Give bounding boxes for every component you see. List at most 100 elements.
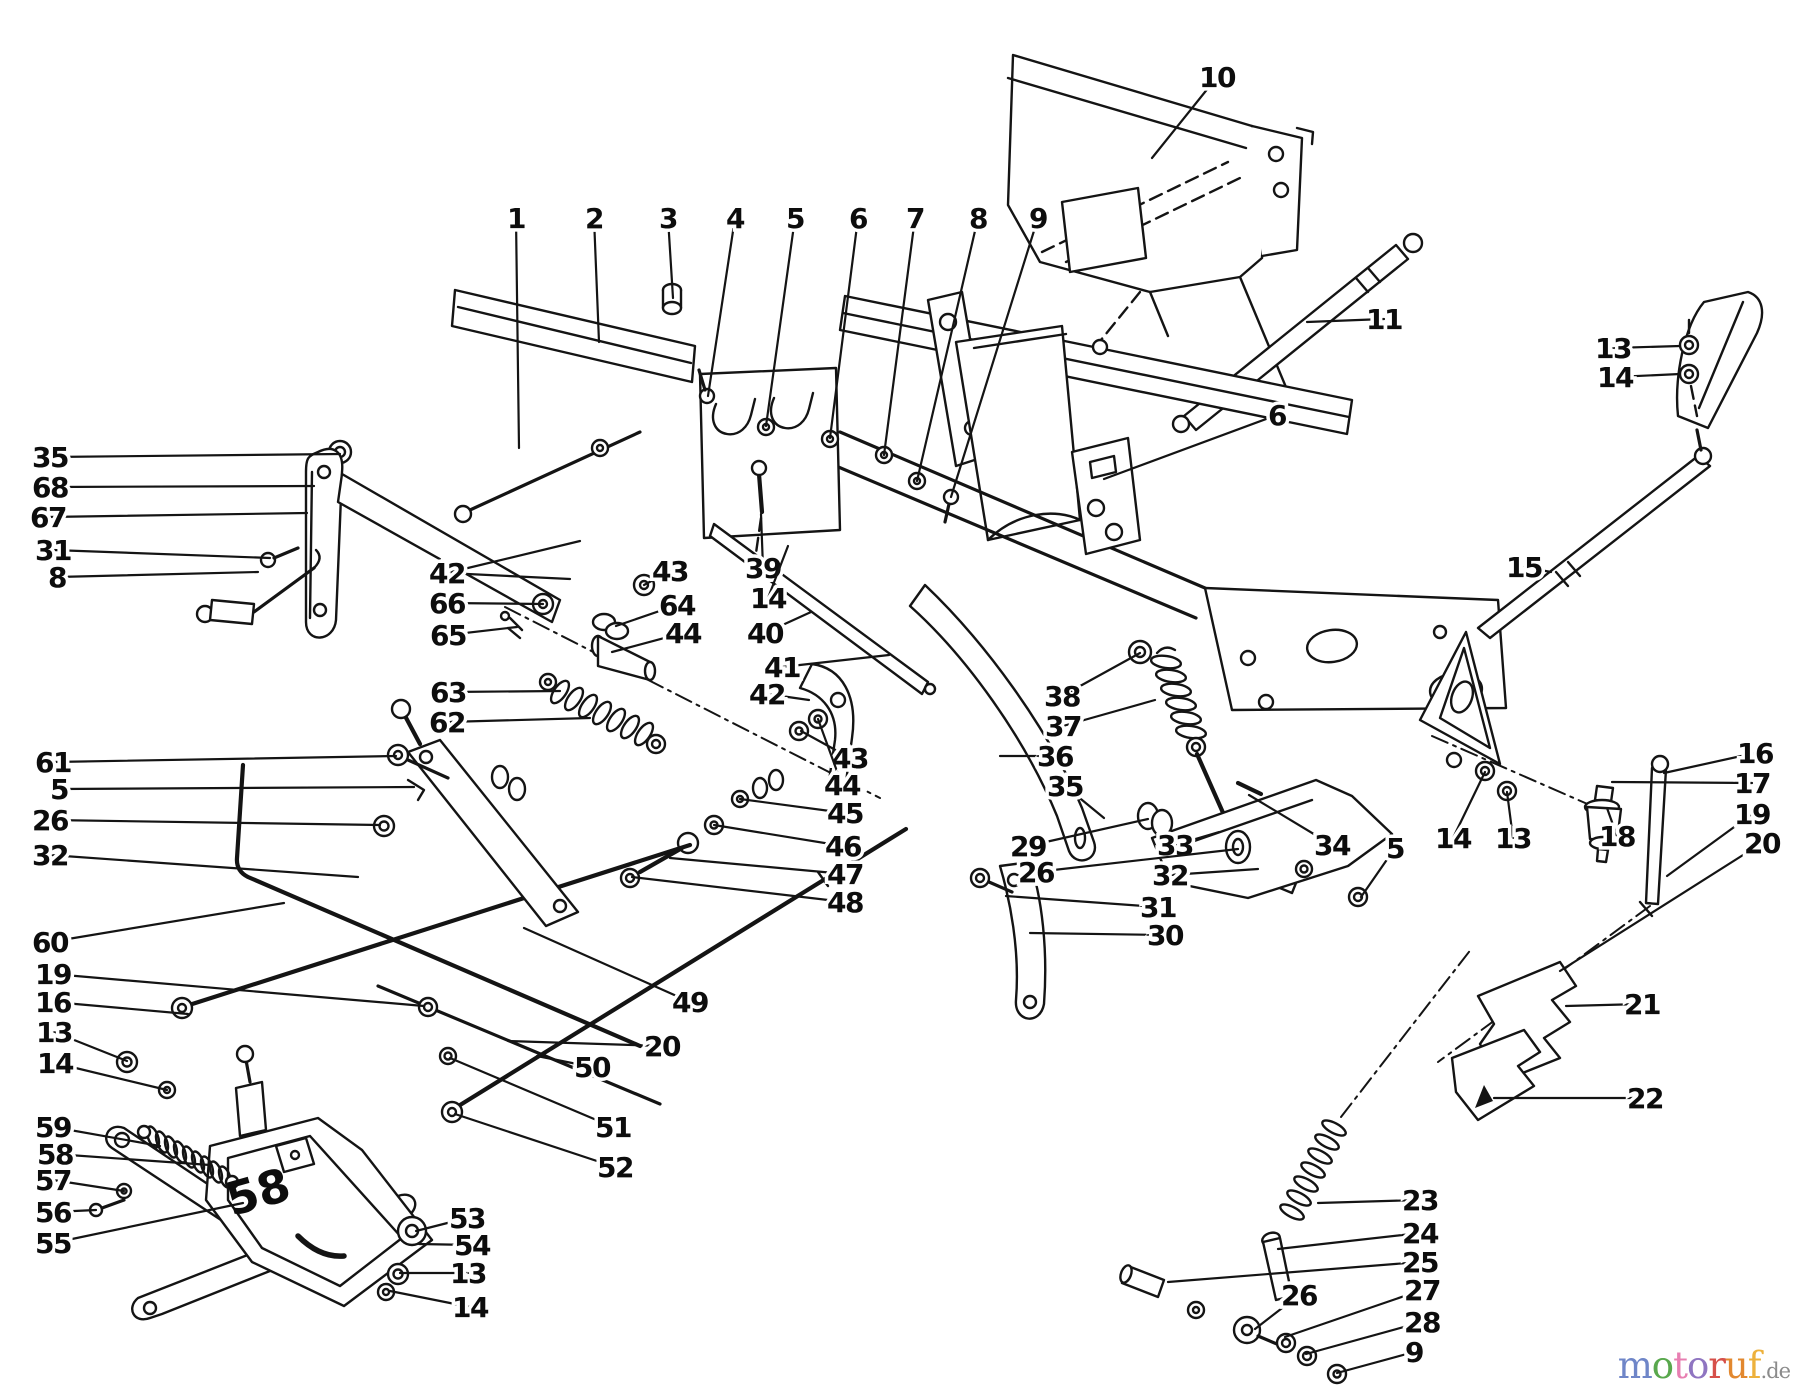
part-callout-13: 13: [36, 1016, 72, 1049]
part-callout-24: 24: [1402, 1217, 1439, 1250]
part-callout-43: 43: [832, 742, 868, 775]
part-callout-53: 53: [449, 1202, 485, 1235]
leader-line: [1451, 770, 1487, 840]
right-linkage: [908, 290, 1764, 1385]
part-callout-34: 34: [1314, 829, 1351, 862]
part-callout-2: 2: [585, 202, 603, 235]
part-callout-67: 67: [30, 501, 66, 534]
leader-line: [46, 511, 309, 519]
motoruf-logo-suffix: .de: [1760, 1359, 1791, 1383]
part-callout-46: 46: [825, 830, 861, 863]
part-callout-44: 44: [824, 769, 861, 802]
leader-line: [445, 716, 592, 724]
part-callout-9: 9: [1029, 202, 1047, 235]
part-callout-5: 5: [786, 202, 804, 235]
leader-line: [1613, 372, 1682, 379]
leader-line: [1150, 75, 1219, 160]
leader-line: [51, 754, 398, 764]
lift-linkage-rods: [115, 698, 909, 1124]
leader-line: [668, 856, 847, 876]
leader-line: [1564, 1002, 1644, 1008]
leader-line: [738, 797, 847, 815]
leader-line: [51, 1201, 245, 1245]
part-callout-68: 68: [32, 471, 68, 504]
part-callout-52: 52: [597, 1151, 633, 1184]
part-callout-16: 16: [1737, 737, 1773, 770]
leader-line: [48, 484, 316, 489]
logo-letter: o: [1686, 1344, 1709, 1387]
leader-line: [1505, 790, 1515, 840]
leader-line: [514, 216, 521, 450]
leader-line: [1061, 698, 1157, 728]
leader-line: [799, 729, 852, 760]
part-callout-14: 14: [1435, 822, 1472, 855]
logo-letter: m: [1617, 1344, 1653, 1387]
part-callout-57: 57: [35, 1164, 71, 1197]
leader-line: [1253, 1293, 1301, 1331]
leader-line: [763, 610, 813, 635]
part-callout-21: 21: [1624, 988, 1660, 1021]
part-callout-65: 65: [430, 619, 466, 652]
part-callout-36: 36: [1037, 740, 1073, 773]
leader-line: [882, 216, 917, 457]
leader-line: [388, 1289, 472, 1309]
leader-line: [1028, 931, 1167, 937]
part-callout-3: 3: [659, 202, 677, 235]
part-callout-32: 32: [1152, 859, 1188, 892]
leader-line: [51, 972, 426, 1008]
center-bracket-plate: [698, 366, 937, 696]
leader-line: [1173, 830, 1221, 847]
part-callout-47: 47: [827, 858, 863, 891]
part-callout-5: 5: [1386, 832, 1404, 865]
leader-line: [1283, 1288, 1424, 1339]
motoruf-logo[interactable]: motoruf.de: [1617, 1344, 1791, 1387]
part-callout-6: 6: [849, 202, 867, 235]
logo-letter: u: [1724, 1344, 1749, 1387]
leader-line: [445, 601, 545, 606]
leader-line: [522, 926, 692, 1004]
part-callout-20: 20: [644, 1030, 681, 1063]
part-callout-59: 59: [35, 1111, 71, 1144]
part-callout-13: 13: [450, 1257, 486, 1290]
logo-letter: t: [1673, 1344, 1688, 1387]
part-callout-22: 22: [1627, 1082, 1663, 1115]
leader-line: [1102, 413, 1279, 481]
leader-line: [445, 571, 572, 581]
leader-line: [1305, 317, 1386, 324]
leader-line: [1335, 1350, 1416, 1375]
leader-line: [446, 625, 519, 637]
leader-line: [592, 216, 601, 344]
leader-line: [780, 653, 891, 669]
part-callout-51: 51: [595, 1111, 631, 1144]
part-callout-32: 32: [32, 839, 68, 872]
part-callout-20: 20: [1744, 827, 1781, 860]
part-callout-40: 40: [747, 617, 784, 650]
part-callout-26: 26: [32, 804, 68, 837]
leader-line: [1034, 847, 1240, 874]
part-callout-66: 66: [429, 587, 465, 620]
leader-line: [764, 216, 797, 428]
part-callout-44: 44: [665, 617, 702, 650]
part-callout-61: 61: [35, 746, 71, 779]
leader-line: [1605, 806, 1619, 838]
part-callout-14: 14: [750, 582, 787, 615]
leader-line: [448, 1056, 615, 1129]
leader-line: [630, 875, 847, 904]
leader-line: [446, 689, 562, 694]
part-callout-10: 10: [1199, 61, 1236, 94]
engine-mount-plate: [1006, 53, 1315, 418]
part-callout-14: 14: [452, 1291, 489, 1324]
logo-letter: r: [1708, 1344, 1726, 1387]
leader-line: [1168, 867, 1260, 877]
part-callout-23: 23: [1402, 1184, 1438, 1217]
leader-line: [48, 853, 360, 879]
logo-letter: f: [1747, 1344, 1762, 1387]
leader-line: [828, 216, 860, 440]
part-callout-29: 29: [1010, 830, 1046, 863]
logo-letter: o: [1651, 1344, 1674, 1387]
leader-line: [712, 823, 845, 848]
leader-line: [610, 631, 685, 654]
part-callout-8: 8: [969, 202, 987, 235]
